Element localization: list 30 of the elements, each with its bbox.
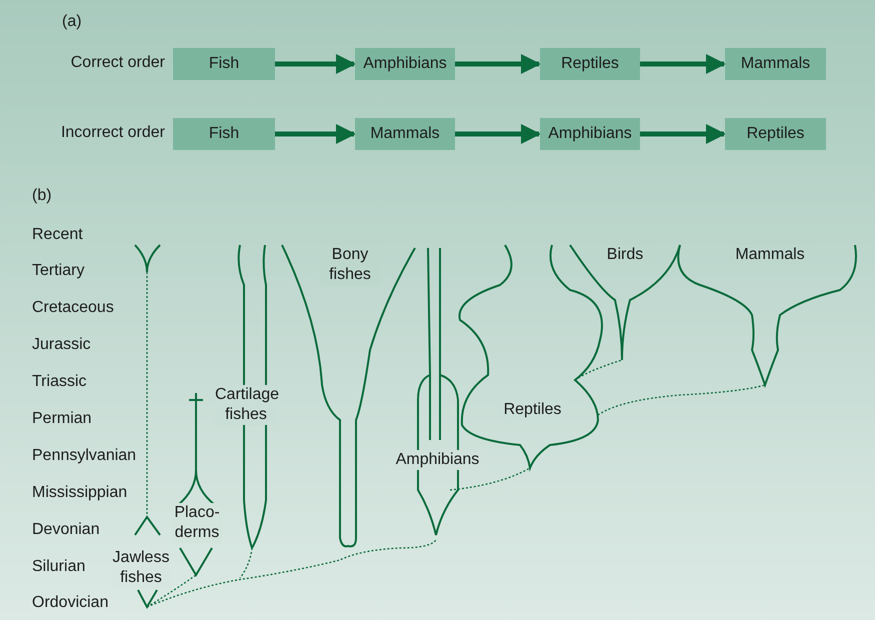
- process-box: Reptiles: [540, 48, 640, 80]
- period-label: Recent: [32, 225, 83, 245]
- arrow: [455, 54, 541, 74]
- period-label: Permian: [32, 409, 92, 429]
- period-label: Devonian: [32, 520, 100, 540]
- process-box: Mammals: [725, 48, 826, 80]
- panel-label: (a): [62, 12, 82, 32]
- period-label: Pennsylvanian: [32, 446, 136, 466]
- panel-label: (b): [32, 186, 52, 206]
- period-label: Tertiary: [32, 261, 84, 281]
- row-label: Correct order: [70, 53, 165, 73]
- period-label: Silurian: [32, 557, 86, 577]
- process-box: Fish: [173, 118, 275, 150]
- process-box: Fish: [173, 48, 275, 80]
- arrow: [640, 124, 726, 144]
- arrow: [275, 54, 356, 74]
- period-label: Ordovician: [32, 593, 108, 613]
- group-label: Cartilage fishes: [215, 385, 277, 425]
- process-box: Reptiles: [725, 118, 826, 150]
- arrow: [640, 54, 726, 74]
- arrow: [275, 124, 356, 144]
- period-label: Jurassic: [32, 335, 91, 355]
- row-label: Incorrect order: [60, 123, 165, 143]
- process-box: Amphibians: [355, 48, 455, 80]
- arrow: [455, 124, 541, 144]
- process-box: Amphibians: [540, 118, 640, 150]
- period-label: Triassic: [32, 372, 87, 392]
- period-label: Cretaceous: [32, 298, 114, 318]
- period-label: Mississippian: [32, 483, 128, 503]
- process-box: Mammals: [355, 118, 455, 150]
